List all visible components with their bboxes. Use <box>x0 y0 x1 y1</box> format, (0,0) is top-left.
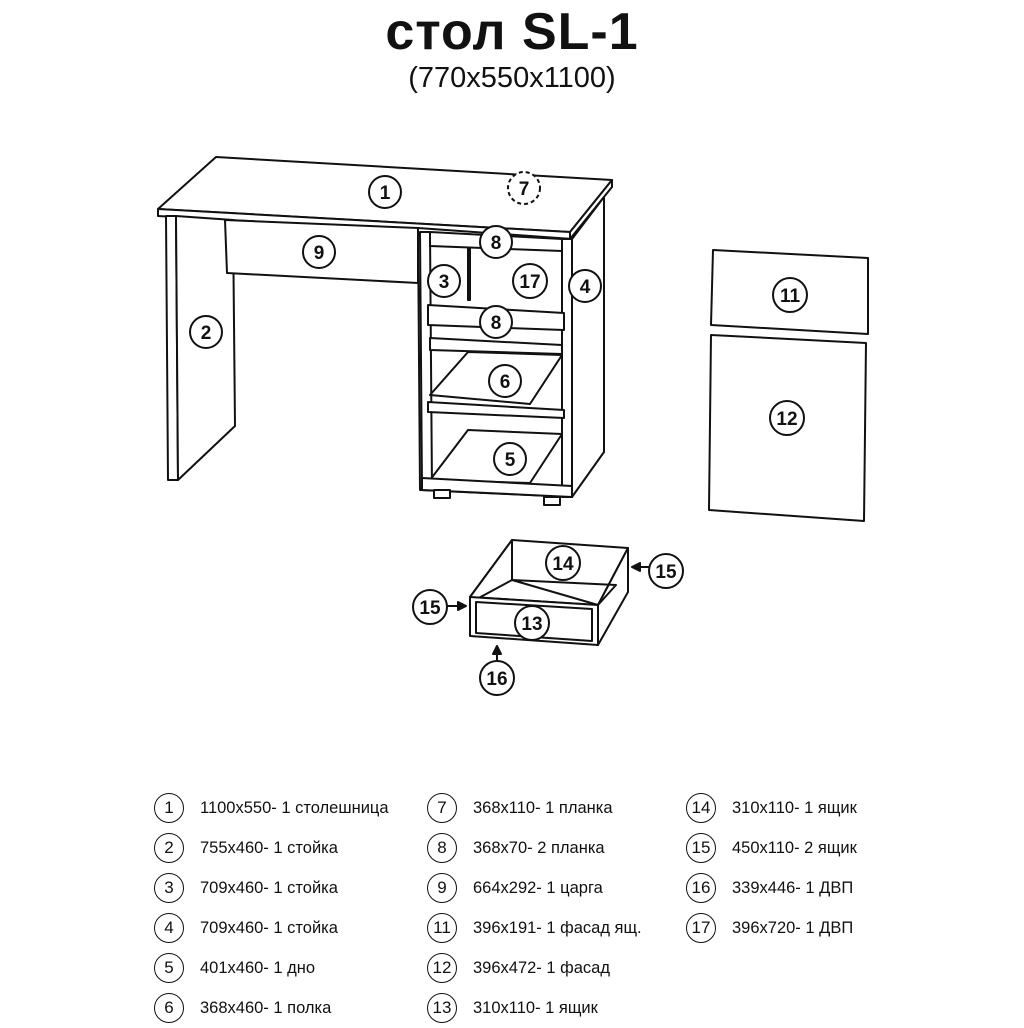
callout-7: 7 <box>519 179 530 200</box>
legend-number: 8 <box>427 833 457 863</box>
callout-3: 3 <box>439 272 450 293</box>
legend-text: 664x292- 1 царга <box>473 878 603 897</box>
callout-12: 12 <box>776 409 797 430</box>
legend-item: 4 709x460- 1 стойка <box>154 908 389 948</box>
legend-text: 396x191- 1 фасад ящ. <box>473 918 642 937</box>
legend-item: 1 1100x550- 1 столешница <box>154 788 389 828</box>
legend-number: 7 <box>427 793 457 823</box>
legend-item: 13 310x110- 1 ящик <box>427 988 642 1028</box>
legend-text: 1100x550- 1 столешница <box>200 798 389 817</box>
legend-number: 12 <box>427 953 457 983</box>
legend-item: 8 368x70- 2 планка <box>427 828 642 868</box>
legend-number: 3 <box>154 873 184 903</box>
callout-8a: 8 <box>491 233 502 254</box>
callout-15a: 15 <box>655 562 677 583</box>
callout-2: 2 <box>201 323 212 344</box>
legend-item: 14 310x110- 1 ящик <box>686 788 857 828</box>
legend-number: 2 <box>154 833 184 863</box>
legend-item: 17 396x720- 1 ДВП <box>686 908 857 948</box>
legend-text: 450x110- 2 ящик <box>732 838 857 857</box>
legend-number: 5 <box>154 953 184 983</box>
legend-item: 2 755x460- 1 стойка <box>154 828 389 868</box>
callout-6: 6 <box>500 372 511 393</box>
callout-8b: 8 <box>491 313 502 334</box>
legend-item: 3 709x460- 1 стойка <box>154 868 389 908</box>
callout-17: 17 <box>519 272 540 293</box>
legend-text: 368x110- 1 планка <box>473 798 613 817</box>
callout-9: 9 <box>314 243 325 264</box>
legend-text: 310x110- 1 ящик <box>732 798 857 817</box>
legend-text: 368x70- 2 планка <box>473 838 605 857</box>
legend-text: 396x720- 1 ДВП <box>732 918 854 937</box>
legend-column-3: 14 310x110- 1 ящик 15 450x110- 2 ящик 16 33… <box>686 788 857 948</box>
legend-item: 5 401x460- 1 дно <box>154 948 389 988</box>
legend-column-2: 7 368x110- 1 планка 8 368x70- 2 планка 9 66… <box>427 788 642 1028</box>
legend-text: 755x460- 1 стойка <box>200 838 338 857</box>
legend-text: 396x472- 1 фасад <box>473 958 610 977</box>
callout-15b: 15 <box>419 598 441 619</box>
callout-4: 4 <box>580 277 591 298</box>
legend-number: 15 <box>686 833 716 863</box>
legend-number: 13 <box>427 993 457 1023</box>
legend-item: 15 450x110- 2 ящик <box>686 828 857 868</box>
callout-1: 1 <box>380 183 391 204</box>
callout-5: 5 <box>505 450 516 471</box>
legend-item: 7 368x110- 1 планка <box>427 788 642 828</box>
legend-number: 6 <box>154 993 184 1023</box>
legend-item: 12 396x472- 1 фасад <box>427 948 642 988</box>
legend-item: 11 396x191- 1 фасад ящ. <box>427 908 642 948</box>
legend-column-1: 1 1100x550- 1 столешница 2 755x460- 1 стой… <box>154 788 389 1028</box>
legend-text: 368x460- 1 полка <box>200 998 332 1017</box>
page-title: стол SL-1 <box>385 3 639 61</box>
dimensions-subtitle: (770x550x1100) <box>408 62 616 94</box>
callout-16: 16 <box>486 669 507 690</box>
legend-number: 1 <box>154 793 184 823</box>
callout-13: 13 <box>521 614 542 635</box>
legend-number: 4 <box>154 913 184 943</box>
furniture-diagram: 1 7 8 9 3 17 4 2 8 6 5 11 12 14 15 15 13… <box>157 156 869 696</box>
legend-text: 310x110- 1 ящик <box>473 998 598 1017</box>
legend-item: 9 664x292- 1 царга <box>427 868 642 908</box>
legend-number: 9 <box>427 873 457 903</box>
legend-text: 709x460- 1 стойка <box>200 878 338 897</box>
callout-11: 11 <box>780 286 801 307</box>
legend-number: 16 <box>686 873 716 903</box>
legend-item: 16 339x446- 1 ДВП <box>686 868 857 908</box>
legend-text: 401x460- 1 дно <box>200 958 316 977</box>
legend-text: 709x460- 1 стойка <box>200 918 338 937</box>
legend-text: 339x446- 1 ДВП <box>732 878 854 897</box>
legend-number: 17 <box>686 913 716 943</box>
parts-legend: 1 1100x550- 1 столешница 2 755x460- 1 стой… <box>0 788 1024 1024</box>
legend-number: 14 <box>686 793 716 823</box>
legend-number: 11 <box>427 913 457 943</box>
legend-item: 6 368x460- 1 полка <box>154 988 389 1028</box>
callout-14: 14 <box>552 554 574 575</box>
